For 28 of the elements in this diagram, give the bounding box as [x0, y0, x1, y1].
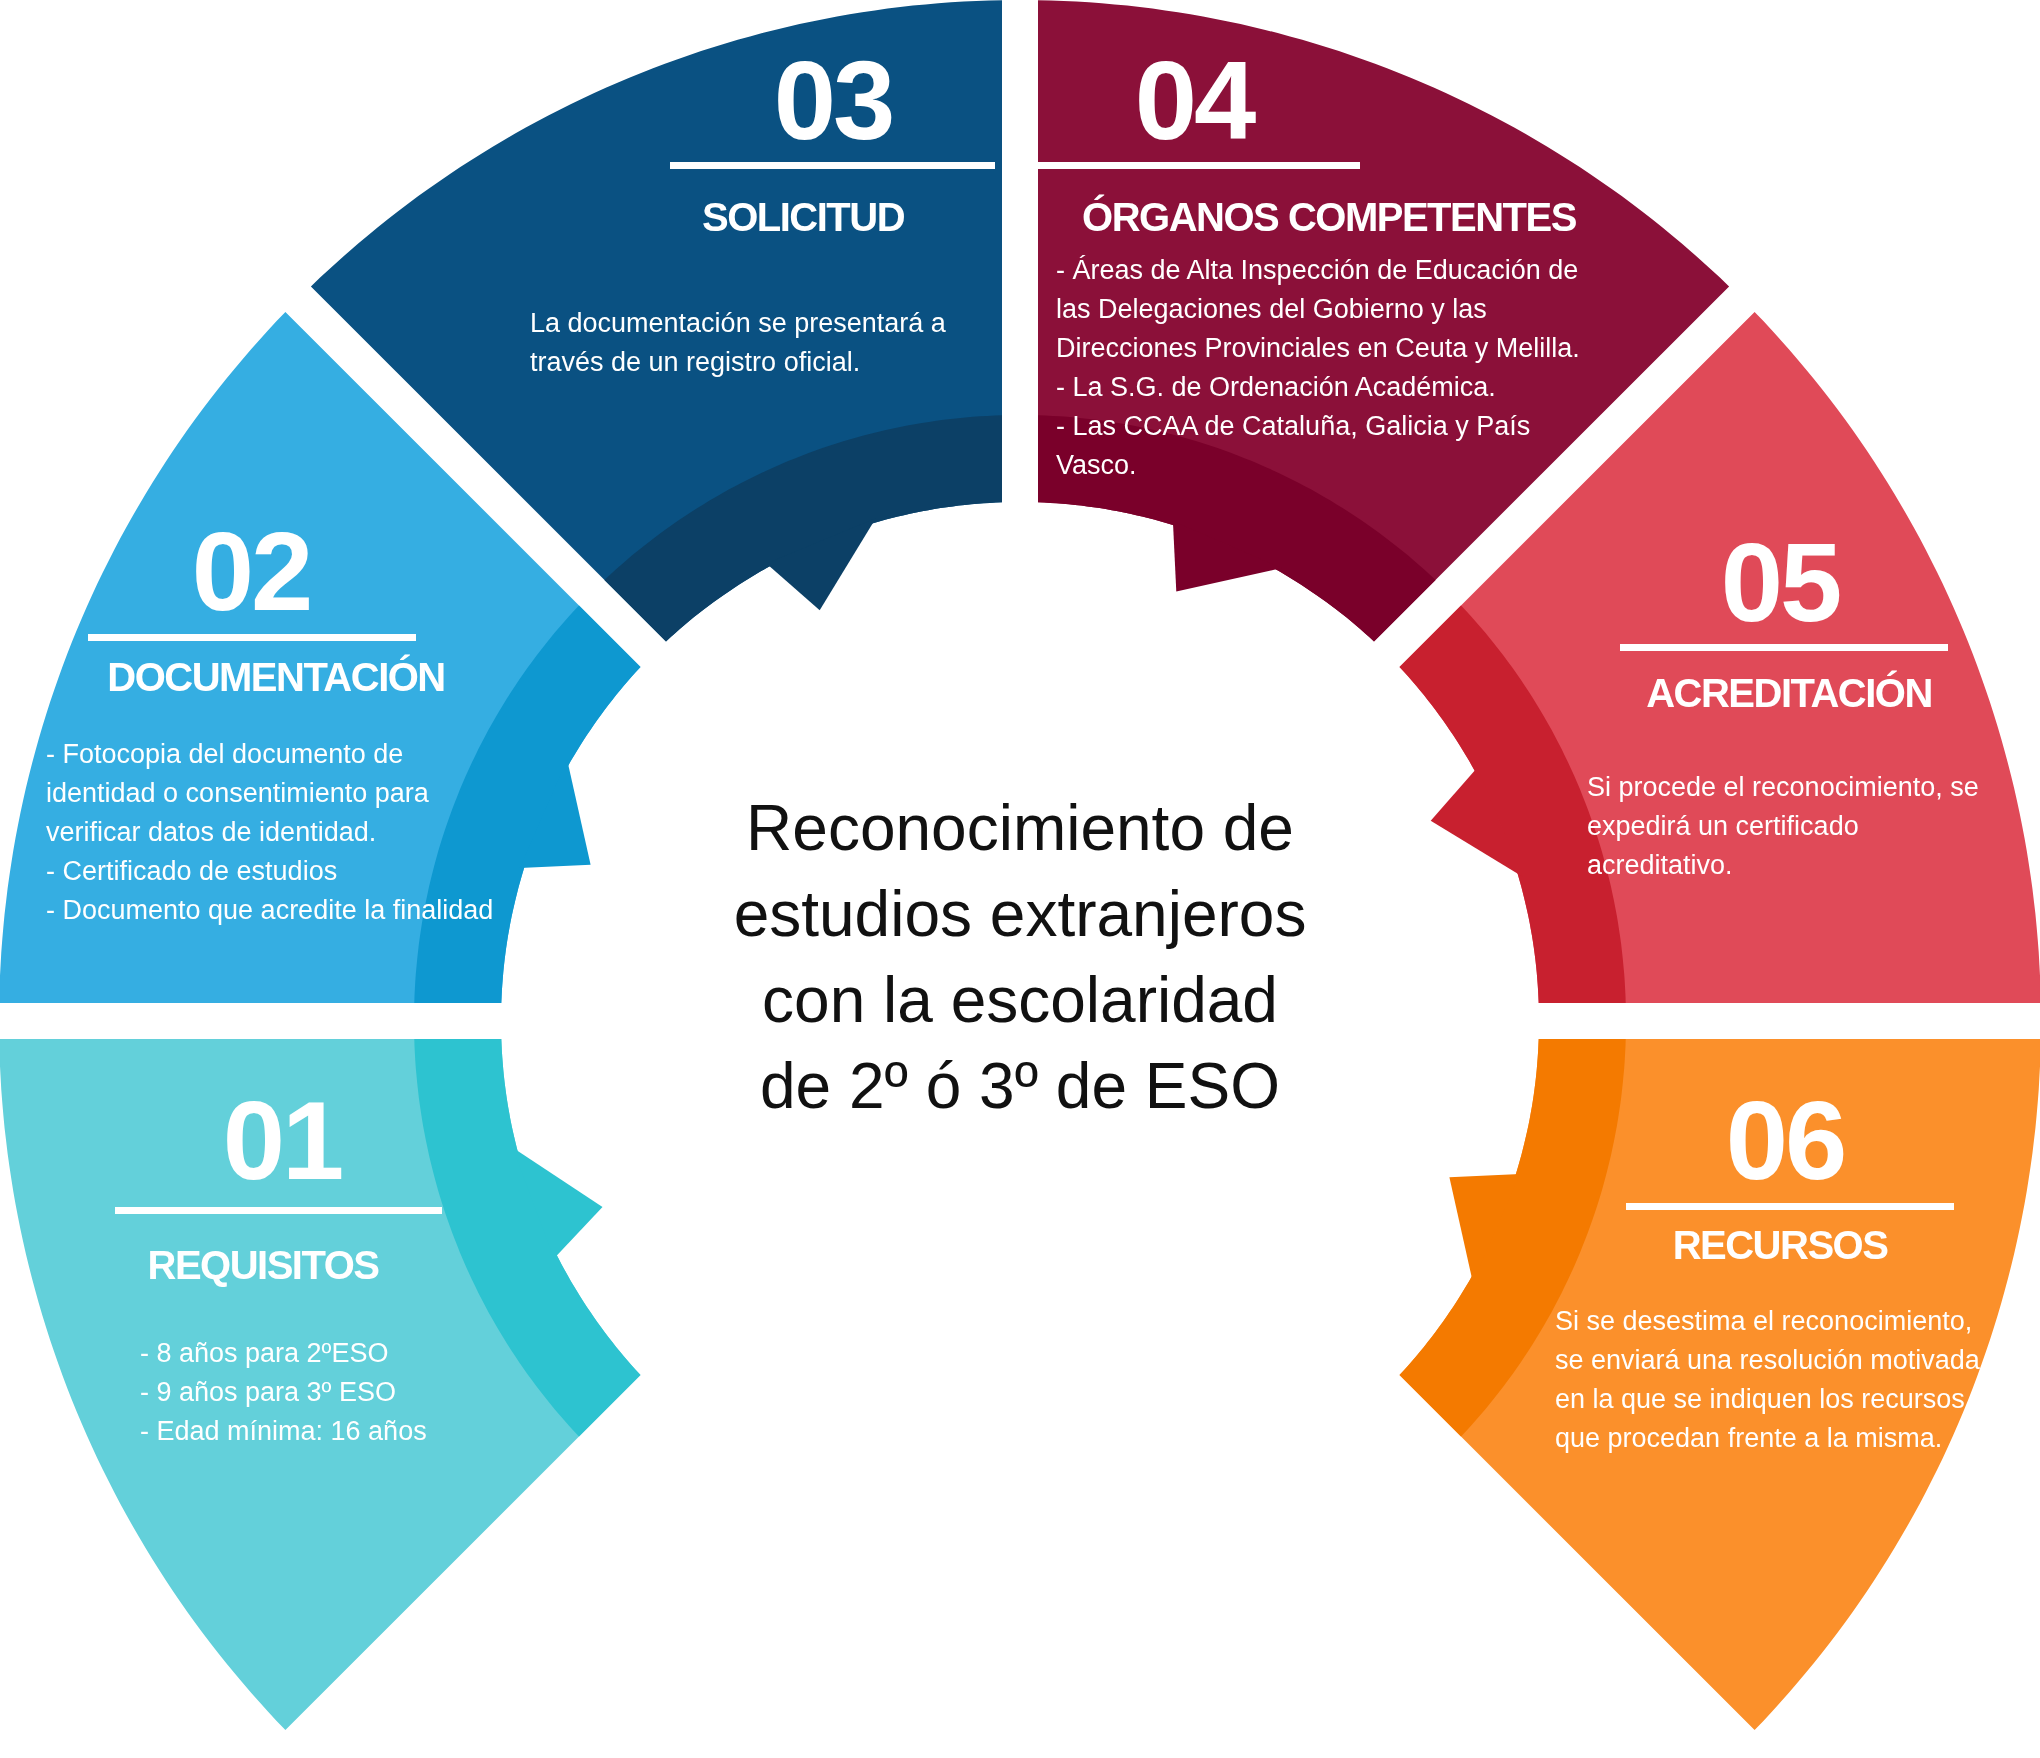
step-title: ÓRGANOS COMPETENTES	[1082, 193, 1576, 241]
step-text: La documentación se presentará a través de un registro oficial.	[530, 307, 947, 379]
step-title: DOCUMENTACIÓN	[107, 653, 445, 701]
step-text: - La S.G. de Ordenación Académica.	[1056, 371, 1497, 404]
step-title: REQUISITOS	[147, 1242, 379, 1289]
step-title: SOLICITUD	[702, 194, 904, 241]
step-number: 06	[1725, 1084, 1845, 1198]
step-title: RECURSOS	[1672, 1222, 1888, 1269]
step-text: - Las CCAA de Cataluña, Galicia y País Vasco.	[1056, 410, 1532, 482]
step-text: - 9 años para 3º ESO	[140, 1376, 397, 1409]
step-text: - Fotocopia del documento de identidad o consentimiento para verificar datos de identidad.	[46, 738, 430, 849]
step-text: - Certificado de estudios	[46, 855, 339, 888]
step-number: 02	[191, 515, 311, 629]
step-text: - Áreas de Alta Inspección de Educación de las Delegaciones del Gobierno y las Direcciones Provinciales en Ceuta y Melilla.	[1056, 254, 1581, 365]
step-number: 04	[1134, 44, 1254, 158]
step-text: - Edad mínima: 16 años	[140, 1415, 428, 1448]
step-number: 05	[1720, 526, 1840, 640]
step-text: Si procede el reconocimiento, se expedirá un certificado acreditativo.	[1587, 771, 1980, 882]
center-title: Reconocimiento de estudios extranjeros con la escolaridad de 2º ó 3º de ESO	[732, 791, 1308, 1124]
step-text: - Documento que acredite la finalidad	[46, 894, 495, 927]
step-text: - 8 años para 2ºESO	[140, 1337, 390, 1370]
step-title: ACREDITACIÓN	[1646, 669, 1932, 717]
step-number: 01	[222, 1084, 342, 1198]
step-segment	[0, 1038, 641, 1731]
step-text: Si se desestima el reconocimiento, se enviará una resolución motivada en la que se indiquen los recursos que procedan frente a la misma.	[1555, 1305, 1980, 1455]
step-number: 03	[773, 44, 893, 158]
step-segment	[1399, 1038, 2040, 1731]
step-segment	[310, 0, 1002, 642]
